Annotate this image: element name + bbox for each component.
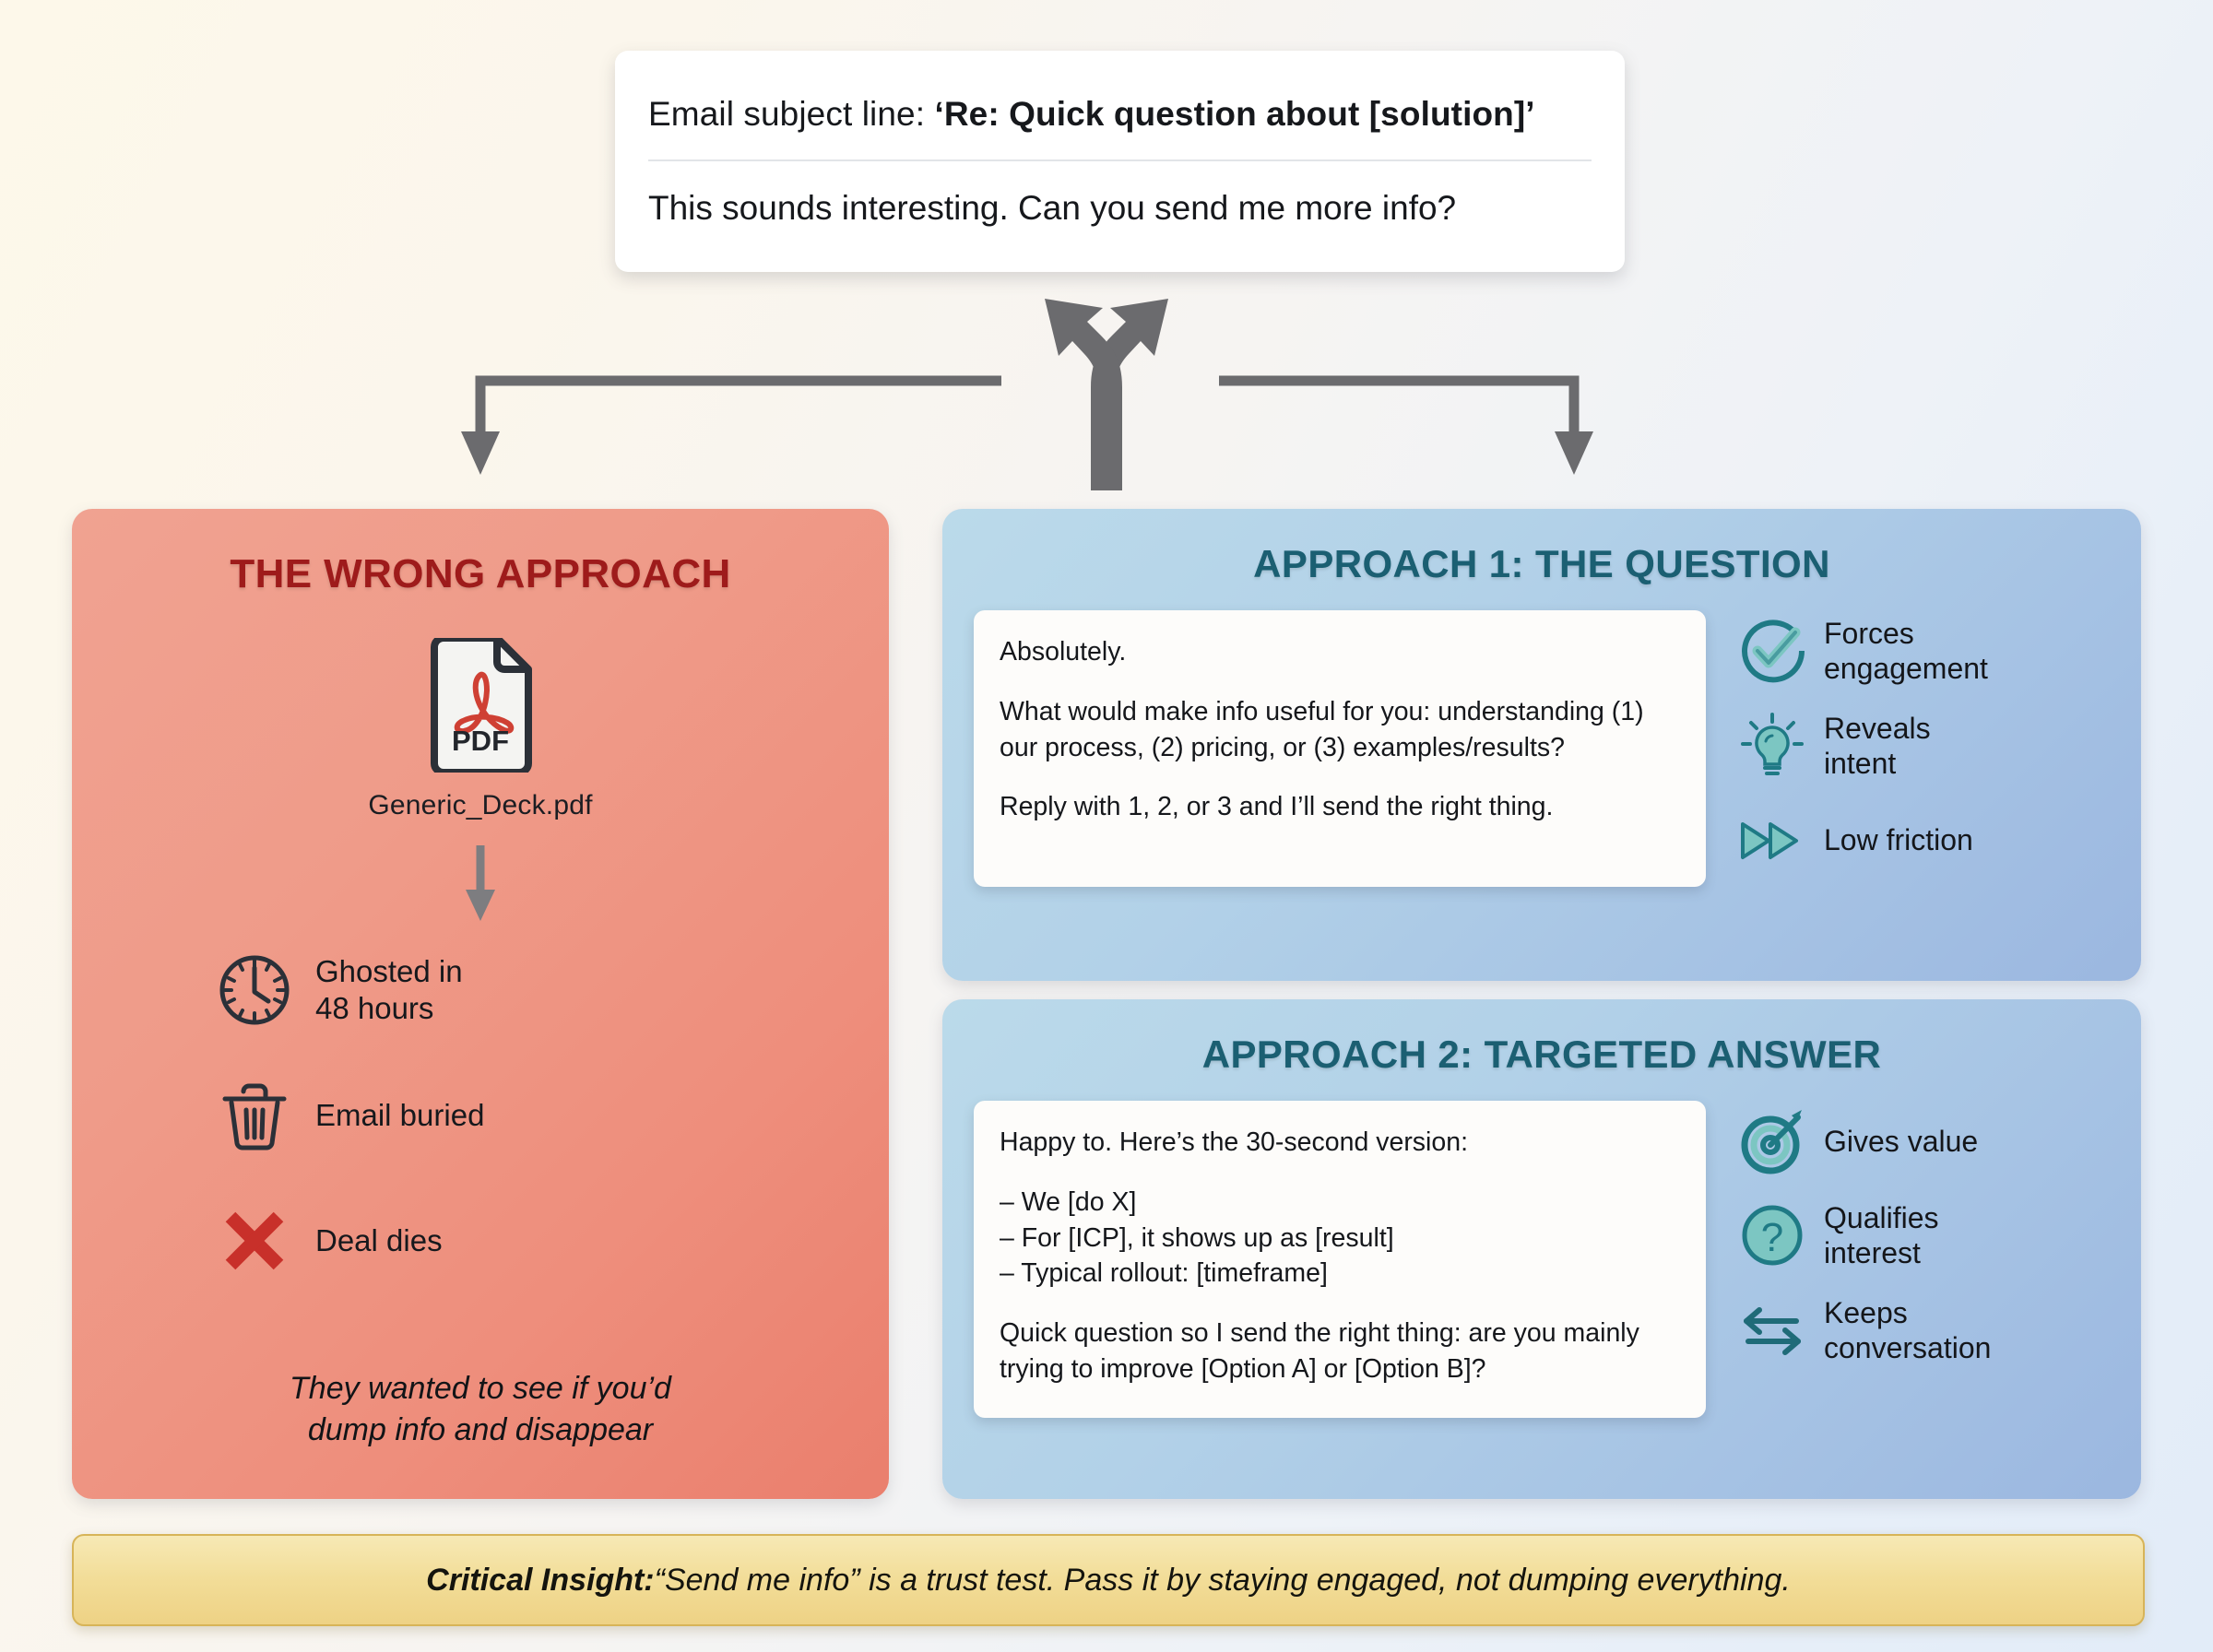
- message-line: – We [do X]: [1000, 1186, 1137, 1217]
- approach-2-message-card: Happy to. Here’s the 30-second version: …: [974, 1101, 1706, 1418]
- pdf-file-icon: PDF: [431, 638, 532, 773]
- downward-arrow-icon: [466, 845, 495, 921]
- list-item: Deal dies: [210, 1202, 800, 1280]
- email-subject-label: Email subject line:: [648, 95, 935, 133]
- approach-1-message-card: Absolutely. What would make info useful …: [974, 610, 1706, 887]
- list-item-label: Gives value: [1824, 1124, 1979, 1158]
- fork-arrow-icon: [1045, 299, 1168, 490]
- pdf-filename: Generic_Deck.pdf: [368, 790, 593, 820]
- list-item-label: Deal dies: [315, 1222, 443, 1257]
- email-preview-card: Email subject line: ‘Re: Quick question …: [615, 51, 1625, 272]
- right-arrowhead-icon: [1555, 431, 1593, 475]
- pdf-attachment-block: PDF Generic_Deck.pdf: [72, 638, 889, 929]
- critical-insight-banner: Critical Insight: “Send me info” is a tr…: [72, 1534, 2145, 1626]
- critical-insight-text: “Send me info” is a trust test. Pass it …: [654, 1562, 1791, 1598]
- message-line: – Typical rollout: [timeframe]: [1000, 1258, 1328, 1289]
- lightbulb-icon: [1734, 711, 1811, 781]
- left-branch-arrow: [475, 375, 1001, 445]
- left-arrowhead-icon: [461, 431, 500, 475]
- message-line: Quick question so I send the right thing…: [1000, 1318, 1639, 1384]
- flow-connectors: [461, 299, 1593, 490]
- exchange-arrows-icon: [1734, 1295, 1811, 1365]
- message-line: Reply with 1, 2, or 3 and I’ll send the …: [1000, 792, 1554, 822]
- wrong-approach-panel: THE WRONG APPROACH PDF Generic_Deck.pdf: [72, 509, 889, 1499]
- list-item-label: Email buried: [315, 1097, 485, 1132]
- svg-text:?: ?: [1761, 1215, 1783, 1260]
- red-x-icon: [210, 1202, 299, 1280]
- critical-insight-label: Critical Insight:: [426, 1562, 655, 1598]
- message-line: – For [ICP], it shows up as [result]: [1000, 1222, 1394, 1253]
- clock-icon: [210, 951, 299, 1029]
- email-subject-line: Email subject line: ‘Re: Quick question …: [648, 95, 1592, 161]
- message-line: What would make info useful for you: und…: [1000, 696, 1644, 762]
- question-circle-icon: ?: [1734, 1200, 1811, 1270]
- pdf-badge-label: PDF: [452, 725, 509, 757]
- wrong-approach-title: THE WRONG APPROACH: [230, 551, 731, 596]
- list-item: Email buried: [210, 1077, 800, 1154]
- fast-forward-icon: [1734, 806, 1811, 876]
- check-circle-icon: [1734, 616, 1811, 686]
- message-line: Happy to. Here’s the 30-second version:: [1000, 1127, 1469, 1157]
- approach-2-panel: APPROACH 2: TARGETED ANSWER Happy to. He…: [942, 999, 2141, 1499]
- right-branch-arrow: [1219, 375, 1580, 445]
- target-icon: [1734, 1106, 1811, 1176]
- approach-2-title: APPROACH 2: TARGETED ANSWER: [1201, 1032, 1882, 1076]
- trash-icon: [210, 1077, 299, 1154]
- list-item-label: Low friction: [1824, 823, 1973, 857]
- email-subject-value: ‘Re: Quick question about [solution]’: [934, 95, 1535, 133]
- list-item: Gives value: [1734, 1106, 2110, 1176]
- message-line: Absolutely.: [1000, 637, 1127, 667]
- email-body-text: This sounds interesting. Can you send me…: [648, 189, 1457, 227]
- list-item: Low friction: [1734, 806, 2110, 876]
- approach-1-title: APPROACH 1: THE QUESTION: [1253, 542, 1830, 585]
- approach-1-panel: APPROACH 1: THE QUESTION Absolutely. Wha…: [942, 509, 2141, 981]
